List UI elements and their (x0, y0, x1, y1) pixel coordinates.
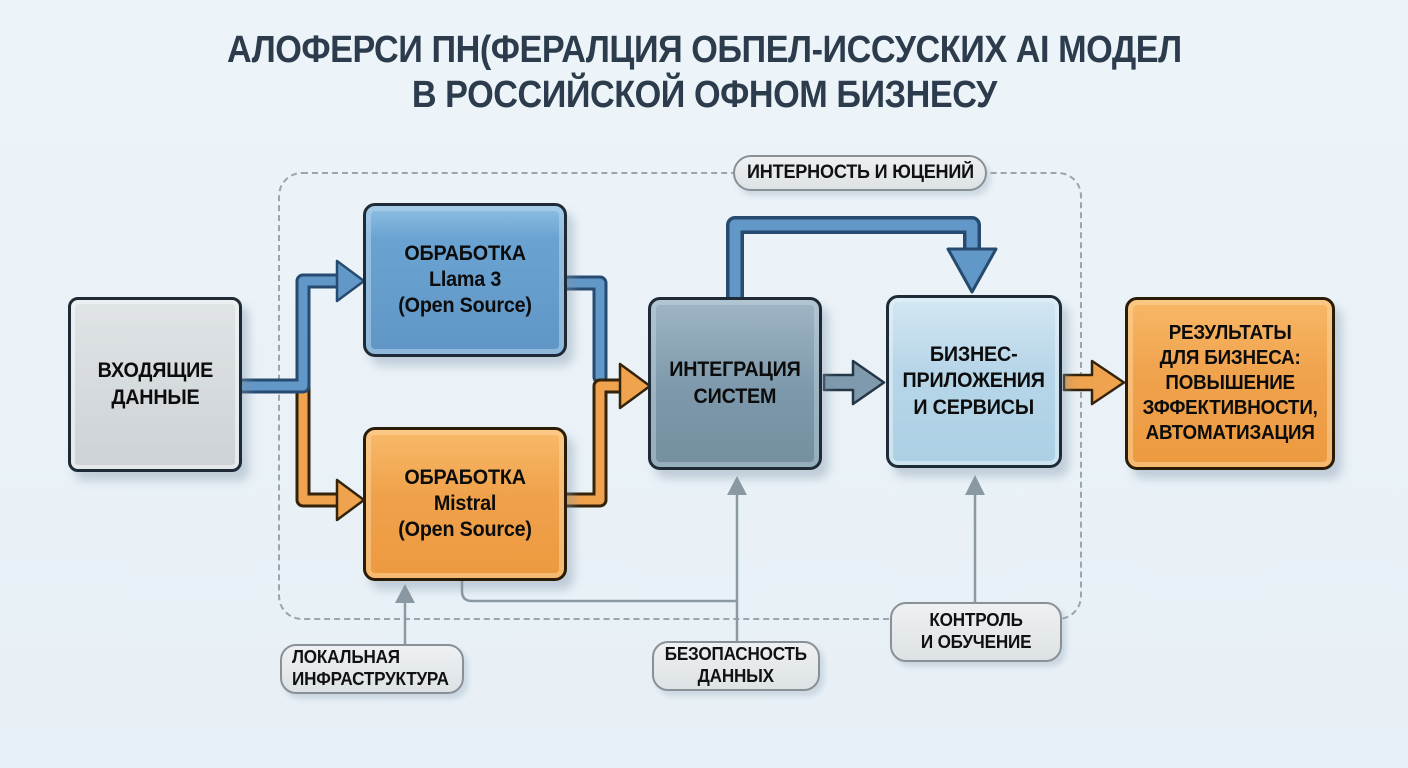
node-input-data-label: ВХОДЯЩИЕ ДАННЫЕ (97, 359, 213, 409)
boundary-label: ИНТЕРНОСТЬ И ЮЦЕНИЙ (746, 162, 974, 184)
node-business-results: РЕЗУЛЬТАТЫ ДЛЯ БИЗНЕСА: ПОВЫШЕНИЕ ЗФФЕКТ… (1125, 297, 1335, 470)
arrow-security-to-integration (727, 476, 747, 643)
callout-data-security: БЕЗОПАСНОСТЬ ДАННЫХ (652, 641, 820, 691)
node-business-apps: БИЗНЕС- ПРИЛОЖЕНИЯ И СЕРВИСЫ (886, 295, 1062, 468)
callout-local-infrastructure: ЛОКАЛЬНАЯ ИНФРАСТРУКТУРА (280, 644, 464, 694)
node-system-integration-label: ИНТЕГРАЦИЯ СИСТЕМ (669, 358, 801, 408)
page-title-wrap: АЛОФЕРСИ ПН(ФЕРАЛЦИЯ ОБПЕЛ-ИССУСКИХ AI М… (0, 28, 1408, 118)
callout-control-training-label: КОНТРОЛЬ И ОБУЧЕНИЕ (920, 610, 1032, 652)
node-input-data: ВХОДЯЩИЕ ДАННЫЕ (68, 297, 242, 472)
node-mistral-processing-label: ОБРАБОТКА Mistral (Open Source) (398, 465, 532, 542)
arrow-input-to-llama (234, 259, 366, 394)
arrow-control-to-business (965, 475, 985, 604)
connector-llama-to-integration (559, 275, 608, 385)
callout-local-infrastructure-label: ЛОКАЛЬНАЯ ИНФРАСТРУКТУРА (292, 647, 449, 689)
node-business-results-label: РЕЗУЛЬТАТЫ ДЛЯ БИЗНЕСА: ПОВЫШЕНИЕ ЗФФЕКТ… (1142, 322, 1318, 444)
arrow-mistral-to-integration (559, 362, 652, 508)
node-mistral-processing: ОБРАБОТКА Mistral (Open Source) (363, 427, 567, 581)
arrow-input-to-mistral (295, 376, 366, 522)
node-llama-processing: ОБРАБОТКА Llama 3 (Open Source) (363, 203, 567, 357)
arrow-integration-to-business (822, 359, 886, 406)
line-local-infra-to-mistral (395, 584, 415, 646)
node-business-apps-label: БИЗНЕС- ПРИЛОЖЕНИЯ И СЕРВИСЫ (902, 343, 1046, 419)
node-system-integration: ИНТЕГРАЦИЯ СИСТЕМ (648, 297, 822, 470)
arrow-business-to-results (1062, 359, 1126, 406)
boundary-label-pill: ИНТЕРНОСТЬ И ЮЦЕНИЙ (733, 155, 987, 191)
page-title: АЛОФЕРСИ ПН(ФЕРАЛЦИЯ ОБПЕЛ-ИССУСКИХ AI М… (226, 29, 1182, 116)
boundary-dashed-box (278, 172, 1082, 620)
arrow-integration-to-business-top (726, 216, 998, 308)
node-llama-processing-label: ОБРАБОТКА Llama 3 (Open Source) (398, 241, 532, 318)
line-mistral-to-security-junction (460, 581, 737, 603)
callout-control-training: КОНТРОЛЬ И ОБУЧЕНИЕ (890, 602, 1062, 662)
callout-data-security-label: БЕЗОПАСНОСТЬ ДАННЫХ (664, 644, 808, 686)
